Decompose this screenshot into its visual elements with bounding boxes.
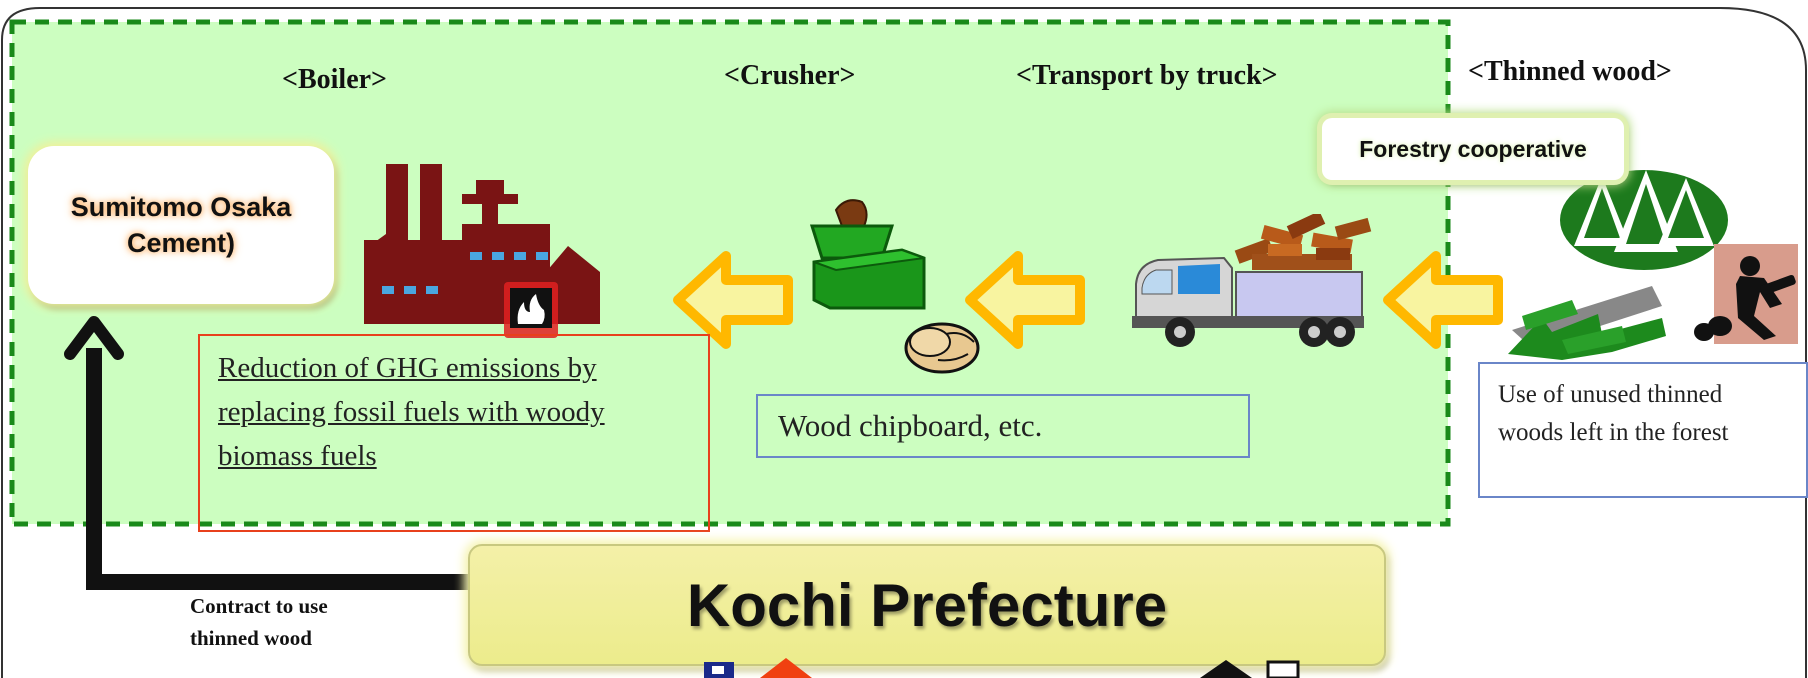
flow-arrow-crusher-to-boiler [673,251,793,349]
outer-frame [0,7,1807,678]
thinned-wood-note: Use of unused thinned woods left in the … [1478,362,1808,498]
stage-heading-boiler: <Boiler> [282,64,387,95]
forestry-cooperative-label: Forestry cooperative [1359,135,1587,162]
contract-arrow-head [64,316,124,360]
contract-arrow-line [86,348,470,590]
contract-label: Contract to use thinned wood [190,594,328,650]
wood-chipboard-text: Wood chipboard, etc. [778,408,1043,443]
factory-icon [364,164,600,324]
cut-trees-icon [1508,286,1666,360]
stage-heading-crusher: <Crusher> [724,60,856,91]
stage-heading-transport: <Transport by truck> [1016,60,1278,91]
crusher-icon [809,199,926,310]
flow-arrow-forest-to-truck [1383,251,1503,349]
ghg-reduction-text: Reduction of GHG emissions by replacing … [218,352,605,472]
chainsaw-worker-icon [1694,244,1798,344]
bottom-partial-icons-left [704,658,812,678]
thinned-wood-text: Use of unused thinned woods left in the … [1498,381,1729,446]
truck-icon [1132,256,1364,347]
company-name: Sumitomo Osaka Cement) [70,192,292,258]
wood-chip-icon [904,322,980,374]
prefecture-box: Kochi Prefecture [468,544,1386,666]
flow-arrow-truck-to-crusher [965,251,1085,349]
forest-icon [1560,170,1728,270]
boiler-fire-icon [504,282,558,338]
forestry-cooperative-box: Forestry cooperative [1322,118,1624,180]
company-box: Sumitomo Osaka Cement) [28,146,334,304]
ghg-reduction-note: Reduction of GHG emissions by replacing … [198,334,710,532]
stage-heading-thinned-wood: <Thinned wood> [1468,56,1672,87]
log-pile-icon [1234,214,1372,270]
bottom-partial-icons-right [1200,660,1300,678]
wood-chipboard-note: Wood chipboard, etc. [756,394,1250,458]
prefecture-name: Kochi Prefecture [686,571,1168,639]
